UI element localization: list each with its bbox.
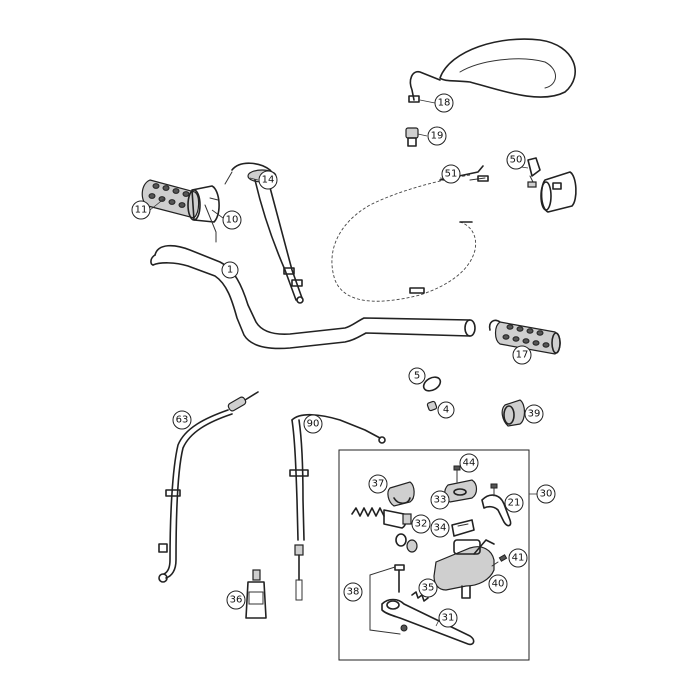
pad-34 — [451, 519, 475, 537]
svg-text:21: 21 — [508, 498, 521, 509]
clamp-33 — [444, 479, 478, 503]
svg-text:1: 1 — [227, 265, 233, 276]
callout-31: 31 — [438, 608, 458, 628]
callout-41: 41 — [508, 548, 528, 568]
callout-10: 10 — [222, 210, 242, 230]
callout-32: 32 — [411, 514, 431, 534]
callout-18: 18 — [434, 93, 454, 113]
callout-38: 38 — [343, 582, 363, 602]
bracket-10 — [204, 204, 217, 243]
piston-spring — [351, 507, 412, 529]
throttle-grip — [141, 179, 200, 219]
svg-text:41: 41 — [512, 553, 525, 564]
callout-5: 5 — [408, 367, 426, 385]
clutch-lever — [381, 598, 475, 646]
svg-text:63: 63 — [176, 415, 189, 426]
seal-32 — [395, 533, 418, 553]
svg-text:4: 4 — [443, 405, 449, 416]
svg-text:50: 50 — [510, 155, 523, 166]
svg-text:39: 39 — [528, 409, 541, 420]
callout-44: 44 — [459, 453, 479, 473]
callout-50: 50 — [506, 150, 526, 170]
bolt-38 — [369, 564, 405, 635]
svg-text:31: 31 — [442, 613, 455, 624]
callout-36: 36 — [226, 590, 246, 610]
callout-11: 11 — [131, 200, 151, 220]
callout-33: 33 — [430, 490, 450, 510]
svg-text:90: 90 — [307, 419, 320, 430]
mirror-nut — [405, 127, 419, 147]
callout-21: 21 — [504, 493, 524, 513]
pin — [426, 400, 438, 412]
clamp-39 — [501, 399, 526, 427]
svg-text:5: 5 — [414, 371, 420, 382]
svg-text:37: 37 — [372, 479, 385, 490]
callout-39: 39 — [524, 404, 544, 424]
svg-text:35: 35 — [422, 583, 435, 594]
throttle-housing — [187, 185, 220, 223]
svg-text:14: 14 — [262, 175, 275, 186]
spring-35 — [411, 591, 429, 602]
callout-4: 4 — [437, 401, 455, 419]
callout-17: 17 — [512, 345, 532, 365]
callout-40: 40 — [488, 574, 508, 594]
svg-text:30: 30 — [540, 489, 553, 500]
start-cable-loop — [331, 165, 489, 302]
handlebar — [150, 244, 476, 350]
svg-text:19: 19 — [431, 131, 444, 142]
callout-1: 1 — [221, 261, 239, 279]
callout-34: 34 — [430, 518, 450, 538]
screw-41 — [491, 554, 508, 567]
lever-21 — [481, 483, 512, 527]
svg-text:38: 38 — [347, 587, 360, 598]
svg-text:40: 40 — [492, 579, 505, 590]
callout-37: 37 — [368, 474, 388, 494]
svg-text:36: 36 — [230, 595, 243, 606]
svg-text:32: 32 — [415, 519, 428, 530]
cable-63 — [158, 391, 259, 583]
kill-switch — [527, 157, 577, 213]
fluid-bottle — [245, 569, 267, 619]
svg-text:11: 11 — [135, 205, 148, 216]
cable-90 — [289, 413, 386, 601]
callout-90: 90 — [303, 414, 323, 434]
svg-text:34: 34 — [434, 523, 447, 534]
callout-35: 35 — [418, 578, 438, 598]
clamp-37 — [387, 481, 415, 507]
svg-text:10: 10 — [226, 215, 239, 226]
svg-text:51: 51 — [445, 169, 458, 180]
circlip — [422, 376, 442, 392]
assembly-box — [338, 449, 530, 661]
mirror — [408, 38, 576, 103]
callout-14: 14 — [258, 170, 278, 190]
callout-19: 19 — [427, 126, 447, 146]
svg-text:17: 17 — [516, 350, 529, 361]
svg-text:44: 44 — [463, 458, 476, 469]
master-cylinder — [433, 539, 495, 599]
callout-30: 30 — [536, 484, 556, 504]
callout-51: 51 — [441, 164, 461, 184]
screw-44 — [453, 465, 461, 483]
callout-63: 63 — [172, 410, 192, 430]
svg-text:33: 33 — [434, 495, 447, 506]
svg-text:18: 18 — [438, 98, 451, 109]
right-grip — [488, 319, 561, 355]
